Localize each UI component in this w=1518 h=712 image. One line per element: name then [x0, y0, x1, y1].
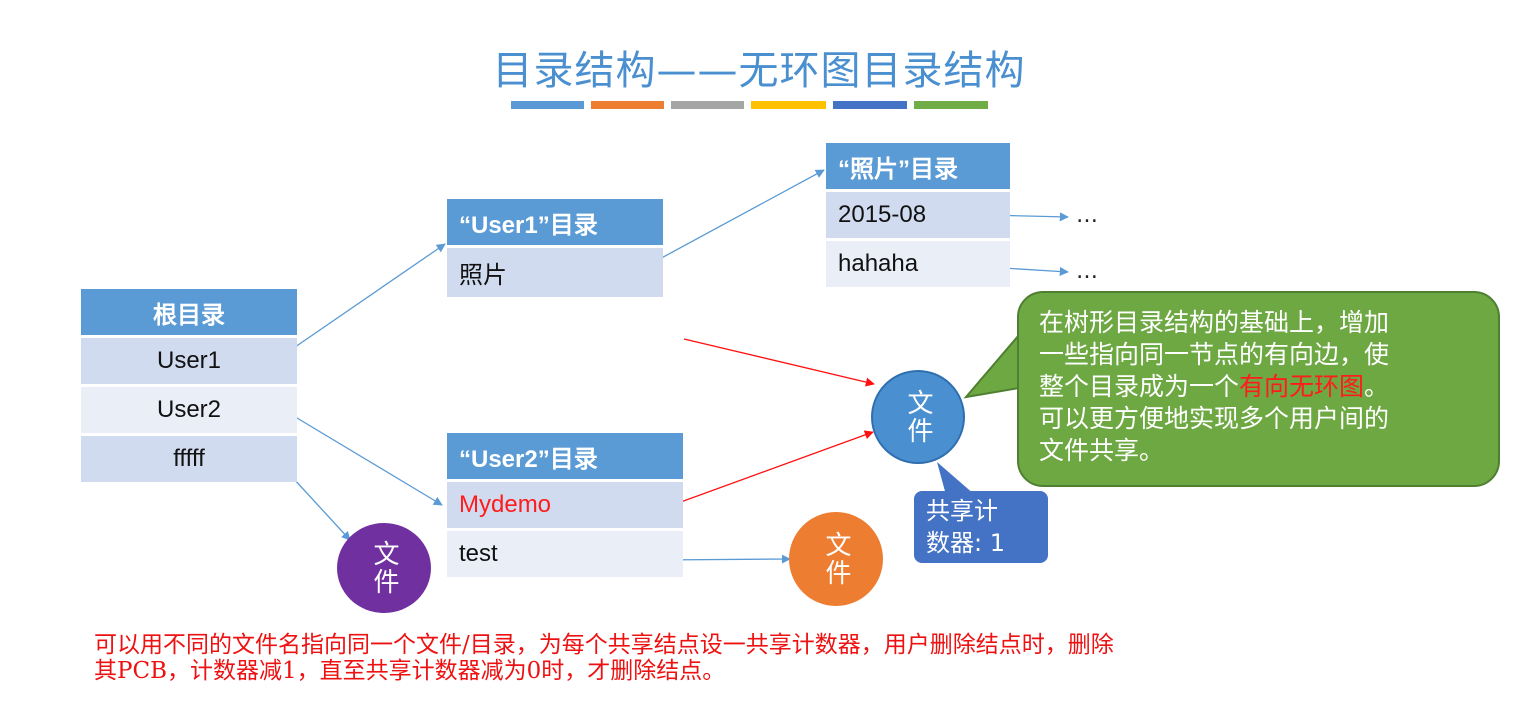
user1-directory-header: “User1”目录 — [447, 199, 663, 245]
arrow-mydemo-to-file — [655, 430, 874, 512]
root-row-user1: User1 — [81, 338, 297, 384]
note-line-1: 在树形目录结构的基础上，增加 — [1039, 308, 1390, 337]
photo-directory-header: “照片”目录 — [826, 143, 1010, 189]
user2-directory-table: “User2”目录 Mydemo test — [447, 433, 683, 577]
note-pointer — [963, 332, 1020, 399]
more-ellipsis-1: … — [1076, 203, 1098, 228]
explanation-note: 在树形目录结构的基础上，增加 一些指向同一节点的有向边，使 整个目录成为一个有向… — [1017, 291, 1500, 487]
root-directory-header: 根目录 — [81, 289, 297, 335]
more-ellipsis-2: … — [1076, 259, 1098, 284]
user1-directory-table: “User1”目录 照片 — [447, 199, 663, 297]
title-bar-blue — [511, 101, 584, 109]
note-line-4: 可以更方便地实现多个用户间的 — [1039, 404, 1390, 433]
note-line-3: 整个目录成为一个有向无环图。 — [1039, 372, 1390, 401]
root-row-fffff: fffff — [81, 436, 297, 482]
root-directory-table: 根目录 User1 User2 fffff — [81, 289, 297, 482]
arrow-user1-to-dir — [281, 243, 446, 357]
title-bar-darkblue — [833, 101, 907, 109]
counter-pointer — [937, 462, 975, 495]
arrow-user2-to-dir — [281, 408, 443, 506]
user2-row-mydemo: Mydemo — [447, 482, 683, 528]
photo-directory-table: “照片”目录 2015-08 hahaha — [826, 143, 1010, 287]
title-bar-yellow — [751, 101, 826, 109]
photo-row-2015-08: 2015-08 — [826, 192, 1010, 238]
arrow-shared-edge — [683, 338, 875, 387]
title-bar-orange — [591, 101, 664, 109]
bottom-line-2: 其PCB，计数器减1，直至共享计数器减为0时，才删除结点。 — [94, 658, 726, 684]
note-line-2: 一些指向同一节点的有向边，使 — [1039, 340, 1390, 369]
file-node-orange: 文件 — [789, 512, 883, 606]
share-counter-callout: 共享计 数器: 1 — [914, 491, 1048, 563]
user2-directory-header: “User2”目录 — [447, 433, 683, 479]
root-row-user2: User2 — [81, 387, 297, 433]
user1-row-photo: 照片 — [447, 248, 663, 297]
arrow-photo-to-dir — [642, 169, 825, 269]
user2-row-test: test — [447, 531, 683, 577]
title-bar-green — [914, 101, 988, 109]
title-bar-gray — [671, 101, 744, 109]
note-line-5: 文件共享。 — [1039, 436, 1165, 465]
page-title: 目录结构——无环图目录结构 — [492, 48, 1026, 94]
bottom-line-1: 可以用不同的文件名指向同一个文件/目录，为每个共享结点设一共享计数器，用户删除结… — [94, 632, 1114, 658]
bottom-explanation: 可以用不同的文件名指向同一个文件/目录，为每个共享结点设一共享计数器，用户删除结… — [94, 632, 1494, 684]
share-counter-line-1: 共享计 — [926, 497, 998, 525]
photo-row-hahaha: hahaha — [826, 241, 1010, 287]
note-highlight: 有向无环图 — [1239, 372, 1365, 401]
share-counter-line-2: 数器: 1 — [926, 529, 1005, 557]
file-node-shared: 文件 — [871, 370, 965, 464]
file-node-purple: 文件 — [337, 523, 431, 613]
